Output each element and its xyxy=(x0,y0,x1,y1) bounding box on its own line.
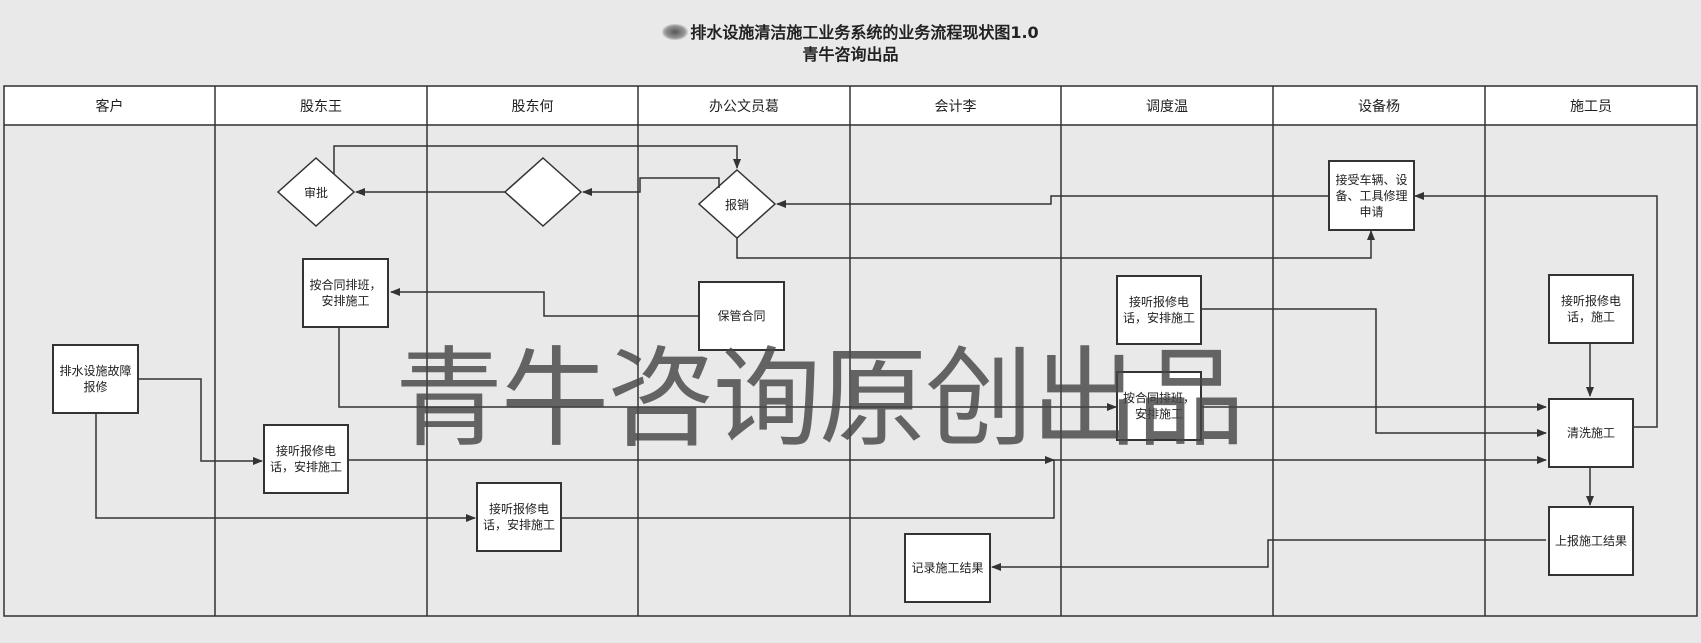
answer-call-wen-box: 接听报修电话，安排施工 xyxy=(1116,275,1202,345)
lane-header-shareholder-wang: 股东王 xyxy=(300,99,342,115)
title-line-1: 排水设施清洁施工业务系统的业务流程现状图1.0 xyxy=(0,22,1701,44)
lane-header-dispatcher-wen: 调度温 xyxy=(1146,99,1188,115)
report-result-box: 上报施工结果 xyxy=(1548,506,1634,576)
keep-contract-box: 保管合同 xyxy=(698,281,785,351)
schedule-wang-to-schedule-wen xyxy=(338,326,1117,411)
report-fault-box: 排水设施故障报修 xyxy=(52,344,139,414)
call-wen-to-clean xyxy=(1200,308,1547,437)
request-to-reimburse xyxy=(776,195,1328,208)
reimburse-label: 报销 xyxy=(724,198,749,212)
lane-dividers xyxy=(214,86,1486,616)
loop-approve-to-reimburse xyxy=(333,145,741,174)
lane-header-accountant-li: 会计李 xyxy=(934,99,977,115)
fault-to-call-wang xyxy=(139,378,263,465)
call-he-up xyxy=(562,460,1055,519)
blank-diamond xyxy=(503,156,583,228)
reimburse-to-blank xyxy=(582,177,720,196)
approve-diamond xyxy=(276,156,356,228)
lane-header-equipment-yang: 设备杨 xyxy=(1358,99,1400,115)
title-smudge xyxy=(662,24,689,40)
lane-header-shareholder-he: 股东何 xyxy=(511,99,554,115)
clean-to-request xyxy=(1414,192,1658,428)
approve-label: 审批 xyxy=(303,186,328,200)
fault-to-call-he xyxy=(95,414,476,522)
contract-to-schedule xyxy=(390,288,698,317)
diagram-title: 排水设施清洁施工业务系统的业务流程现状图1.0 青牛咨询出品 xyxy=(0,22,1701,66)
answer-call-he-box: 接听报修电话，安排施工 xyxy=(476,482,562,552)
reimburse-to-request xyxy=(736,230,1375,259)
answer-call-worker-box: 接听报修电话，施工 xyxy=(1548,274,1634,344)
lane-header-worker: 施工员 xyxy=(1570,99,1612,115)
title-main-text: 排水设施清洁施工业务系统的业务流程现状图1.0 xyxy=(690,23,1039,42)
record-result-box: 记录施工结果 xyxy=(904,533,991,603)
contract-schedule-wang-box: 按合同排班，安排施工 xyxy=(302,258,389,328)
clean-work-box: 清洗施工 xyxy=(1548,398,1634,468)
connectors xyxy=(95,145,1658,571)
lane-header-clerk-ge: 办公文员葛 xyxy=(709,99,779,115)
answer-call-wang-box: 接听报修电话，安排施工 xyxy=(263,424,349,494)
contract-schedule-wen-box: 按合同排班，安排施工 xyxy=(1116,371,1202,441)
title-line-2: 青牛咨询出品 xyxy=(802,45,899,64)
receive-repair-request-box: 接受车辆、设备、工具修理申请 xyxy=(1328,160,1415,231)
report-to-record xyxy=(991,539,1546,571)
lane-header-customer: 客户 xyxy=(95,99,124,115)
